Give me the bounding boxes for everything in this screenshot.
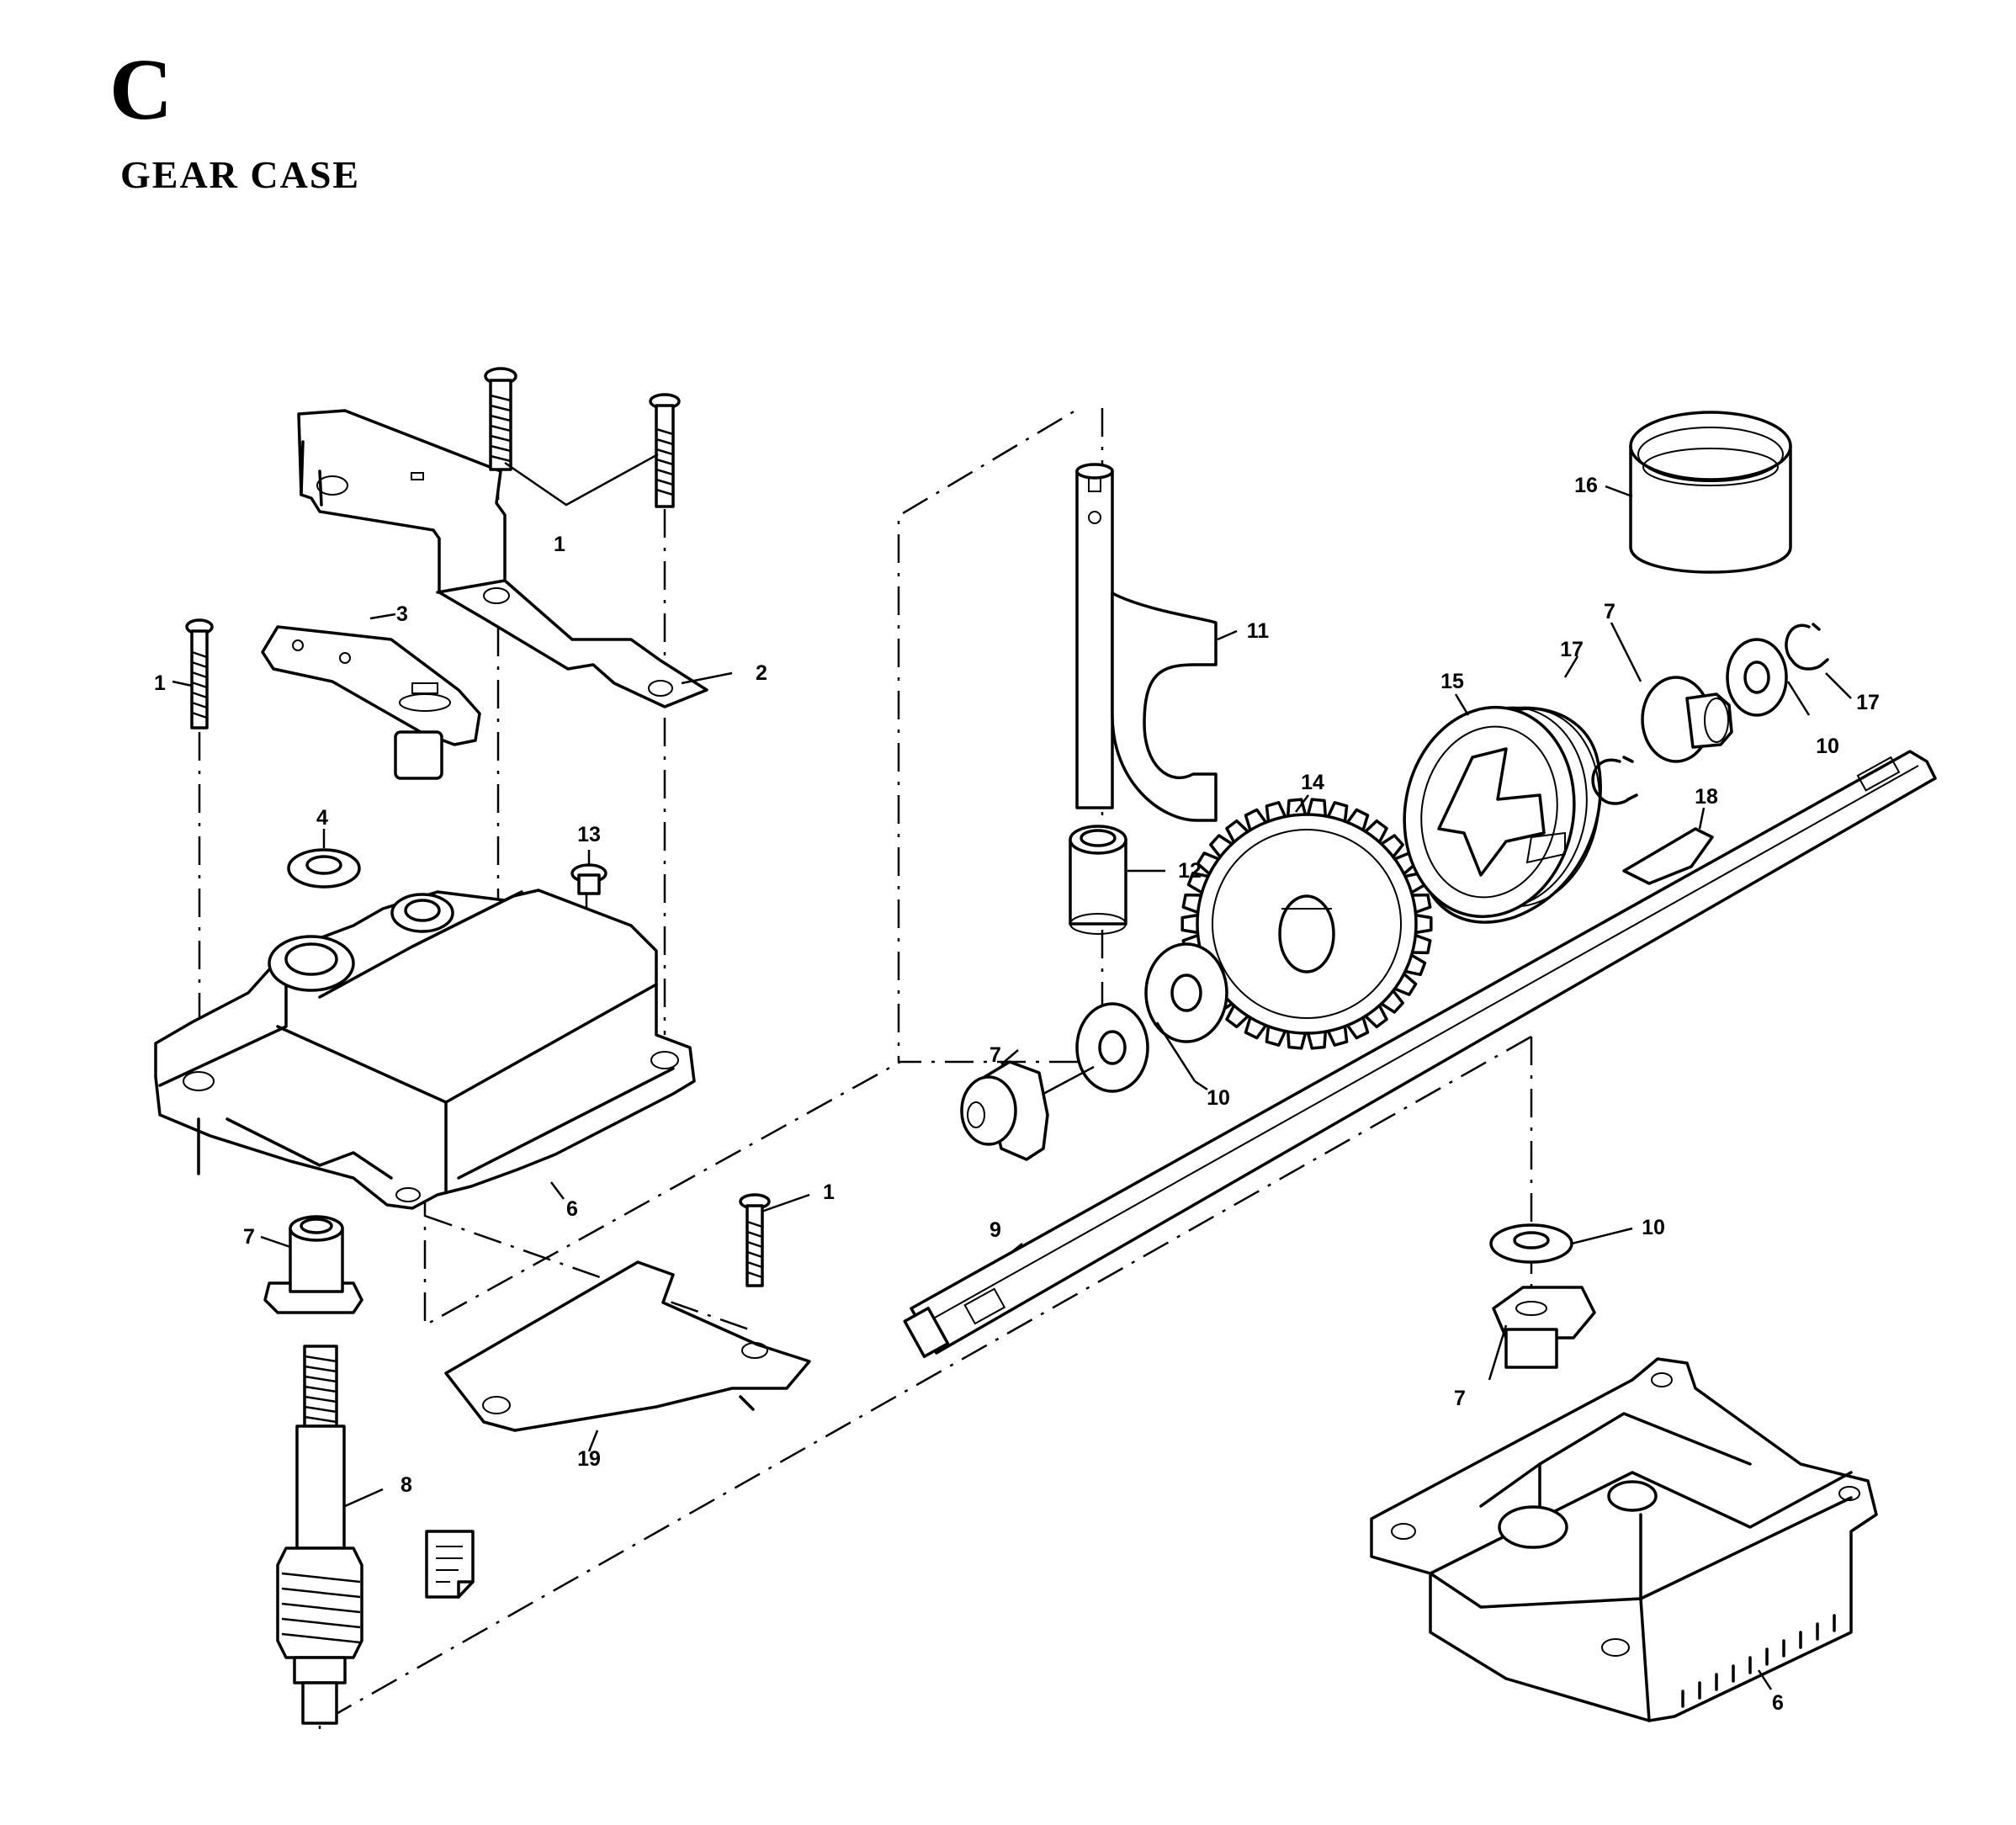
screw-lower [739,1193,771,1287]
gear-tooth [1244,808,1268,832]
gear-tooth [1414,913,1433,935]
gear-tooth [1380,834,1404,859]
main-shaft [903,750,1937,1359]
bushing-mid [960,1060,1095,1161]
lever [261,625,481,780]
gear-tooth [1306,798,1328,818]
washer-lower-right [1489,1223,1573,1264]
gear-tooth [1393,972,1418,996]
gear-tooth [1181,893,1203,915]
cup-16 [1629,411,1792,574]
callout-7-lower: 7 [1454,1387,1466,1410]
gear-housing-upper [154,889,696,1210]
callout-1-left: 1 [154,671,166,695]
callout-3: 3 [396,602,408,626]
gear-tooth [1196,851,1221,876]
callout-12: 12 [1178,859,1202,883]
callout-16: 16 [1574,474,1598,497]
note-icon [425,1530,475,1599]
callout-17-right: 17 [1856,691,1880,714]
leader-lines [172,485,1852,1690]
gear-tooth [1286,798,1308,818]
callout-13: 13 [577,823,601,846]
callout-15: 15 [1440,670,1464,693]
gear-tooth [1186,871,1210,894]
gear-tooth [1286,1030,1308,1050]
screw-upper-right [649,393,681,508]
sleeve-12 [1069,825,1127,935]
callout-10-right: 10 [1816,735,1839,758]
gear-tooth [1326,801,1349,823]
gear-tooth [1380,989,1404,1014]
key-18 [1622,827,1714,885]
bracket [297,409,708,708]
gear-tooth [1364,1004,1388,1029]
callout-2: 2 [756,661,767,685]
gear-tooth [1265,801,1287,823]
gear-tooth [1345,1016,1370,1040]
gear-tooth [1265,1025,1287,1047]
gear-tooth [1225,819,1249,844]
callout-4: 4 [316,806,328,830]
callout-18: 18 [1695,785,1718,809]
e-clip-right [1785,623,1829,671]
callout-1-top: 1 [554,533,565,556]
section-letter: C [109,41,173,138]
callout-1-lower: 1 [823,1180,835,1204]
callout-19: 19 [577,1447,601,1471]
callout-8: 8 [401,1473,412,1497]
callout-10-lower: 10 [1642,1216,1665,1239]
washer-mid-b [1144,942,1228,1043]
callout-7-left: 7 [243,1225,255,1249]
plug-13 [570,863,607,969]
gear-tooth [1326,1025,1349,1047]
shift-fork [1075,463,1218,822]
callout-10-mid: 10 [1207,1086,1230,1110]
clutch-pulley-15 [1403,705,1602,924]
gear-tooth [1244,1016,1268,1040]
gear-tooth [1410,933,1432,955]
callouts: 1 1 1 2 3 4 13 6 7 8 19 11 12 14 15 16 1… [154,474,1880,1715]
gear-tooth [1225,1004,1249,1029]
gear-tooth [1410,893,1432,915]
gear-tooth [1345,808,1370,832]
callout-9: 9 [989,1218,1001,1242]
gear-tooth [1209,834,1233,859]
gasket-plate [444,1260,811,1432]
washer-4 [287,848,361,889]
bushing-lower-right [1492,1286,1596,1369]
screw-left [185,618,214,729]
section-title: GEAR CASE [120,153,361,196]
bushing-left [263,1215,363,1314]
gear-tooth [1403,953,1427,977]
callout-17-left: 17 [1560,638,1584,661]
washer-mid-a [1075,1002,1149,1093]
screw-upper-left [484,367,517,471]
gear-housing-lower [1370,1357,1878,1722]
gear-14 [1180,798,1433,1050]
callout-14: 14 [1301,771,1324,794]
worm-shaft [276,1345,363,1725]
bushing-right-top [1641,676,1733,763]
washer-right-top [1726,638,1788,717]
e-clip-left [1591,756,1638,805]
callout-7-right: 7 [1604,600,1615,623]
gear-tooth [1364,819,1388,844]
callout-7-mid: 7 [989,1043,1001,1067]
callout-6-lower: 6 [1772,1691,1784,1715]
callout-6-upper: 6 [566,1197,578,1221]
callout-11: 11 [1247,619,1270,643]
gear-tooth [1306,1030,1328,1050]
gear-tooth [1180,913,1200,935]
